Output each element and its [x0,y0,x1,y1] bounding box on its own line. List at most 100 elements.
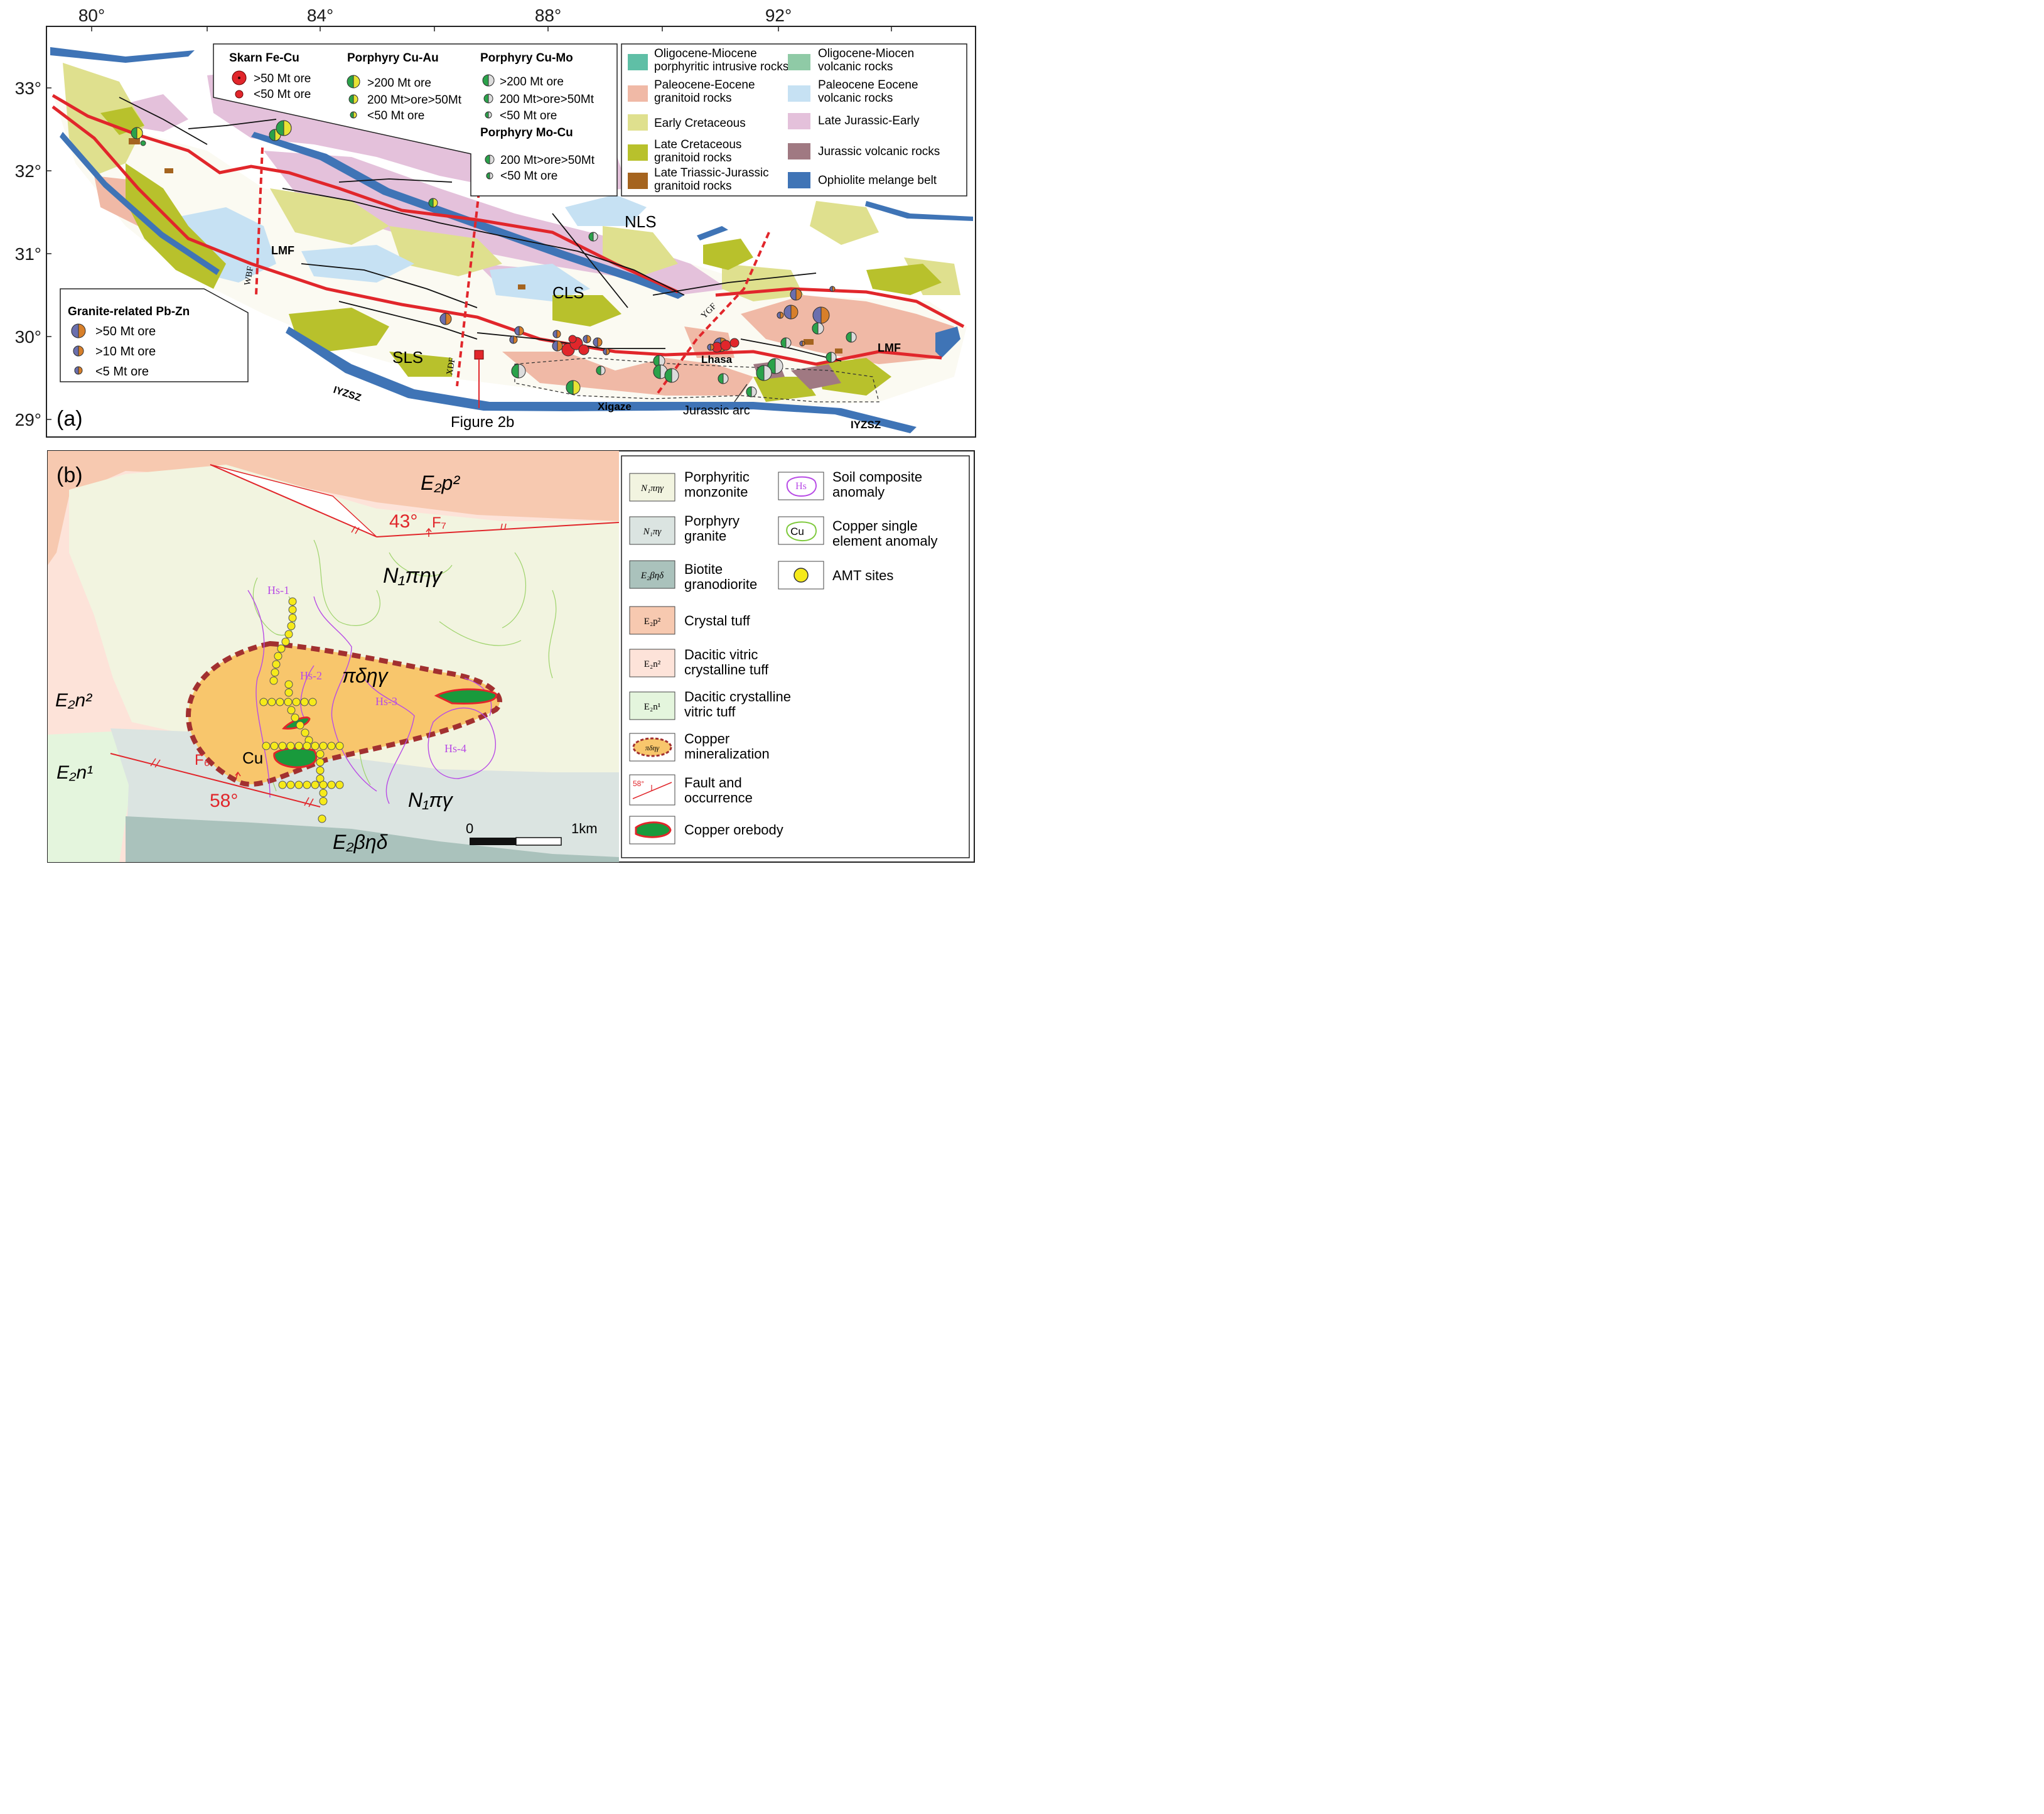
label-nls: NLS [625,212,657,231]
lat-tick-29: 29° [15,410,41,429]
legend-b-5-line1: Dacitic crystalline [684,689,791,705]
legend-b-0-line2: monzonite [684,484,748,500]
cuau-item-0: >200 Mt ore [367,77,431,90]
rock-2-line2: granitoid rocks [654,92,732,105]
panel-a-map: 80° 84° 88° 92° 33° 32° 31° 30° 29° (a) … [15,6,976,438]
label-wbf: WBF [243,266,255,286]
label-lmf-east: LMF [878,342,901,354]
label-hs1: Hs-1 [267,584,289,597]
legend-b-swatch-2: E₂βηδ [640,571,664,581]
thrust-faults [119,97,842,362]
rock-9-line1: Ophiolite melange belt [818,174,937,187]
legend-b-right-1-line1: Copper single [832,518,918,534]
legend-b-swatch-7: 58° [633,779,644,788]
faults-f6-f7 [110,464,619,807]
pbzn-legend: Granite-related Pb-Zn >50 Mt ore >10 Mt … [60,288,249,382]
paleocene-eocene-volcanic-units [163,195,647,301]
lon-tick-80: 80° [78,6,105,25]
legend-b-right-0-line1: Soil composite [832,469,922,485]
label-figure-2b: Figure 2b [451,414,514,431]
axis-labels: 80° 84° 88° 92° 33° 32° 31° 30° 29° [15,6,792,429]
panel-b-label: (b) [56,463,83,487]
rock-8-line2: granitoid rocks [654,180,732,193]
legend-b-swatch-3: E₂p² [644,617,661,627]
legend-b-right-1-line2: element anomaly [832,533,938,549]
label-e2n1: E₂n¹ [56,762,93,783]
cuau-title: Porphyry Cu-Au [347,51,439,65]
label-n1pnyg: N₁πηγ [383,564,443,588]
scale-end: 1km [571,821,598,836]
legend-b-right-0-line2: anomaly [832,484,885,500]
ophiolite-belts [50,47,973,433]
lat-tick-32: 32° [15,161,41,181]
lon-tick-88: 88° [535,6,561,25]
rock-3-line2: volcanic rocks [818,92,893,105]
label-sls: SLS [392,348,423,367]
panel-b-legend: N₁πηγ Porphyritic monzonite N₁πγ Porphyr… [621,455,970,858]
lat-tick-30: 30° [15,327,41,347]
label-jurassic-arc: Jurassic arc [683,404,750,418]
cumo-item-2: <50 Mt ore [500,109,557,122]
legend-b-3-line1: Crystal tuff [684,613,751,629]
legend-b-2-line1: Biotite [684,561,723,577]
legend-b-right-swatch-0: Hs [795,481,807,492]
legend-b-6-line1: Copper [684,731,729,747]
rock-8-line1: Late Triassic-Jurassic [654,166,769,180]
skarn-item-0: >50 Mt ore [254,72,311,85]
rock-4-line1: Early Cretaceous [654,117,746,130]
rock-6-line2: granitoid rocks [654,151,732,165]
axis-ticks [46,26,892,420]
fault-ticks [150,523,507,807]
rock-0-line2: porphyritic intrusive rocks [654,60,788,73]
legend-b-6-line2: mineralization [684,746,770,762]
label-hs4: Hs-4 [444,742,466,755]
deposit-legend: Skarn Fe-Cu >50 Mt ore <50 Mt ore Porphy… [213,43,618,197]
rock-3-line1: Paleocene Eocene [818,78,918,92]
lat-tick-31: 31° [15,244,41,264]
legend-b-0-line1: Porphyritic [684,469,750,485]
lon-tick-84: 84° [307,6,333,25]
panel-b-map: (b) E₂p² N₁πηγ πδηγ E₂n² E₂n¹ N₁πγ E₂βηδ… [47,450,975,863]
late-triassic-jurassic-units [129,138,842,354]
legend-b-swatch-4: E₂n² [644,659,661,669]
legend-b-swatch-0: N₁πηγ [640,483,664,494]
scale-bar: 0 1km [466,821,598,846]
label-f6: F₆ [195,752,210,769]
cuau-item-2: <50 Mt ore [367,109,424,122]
amt-sites [259,597,344,823]
label-e2n2: E₂n² [55,690,92,711]
label-pdnyg: πδηγ [342,664,389,687]
legend-b-swatch-6: πδηγ [645,743,660,752]
label-cls: CLS [552,283,584,302]
label-f7: F₇ [432,514,446,531]
legend-b-4-line1: Dacitic vitric [684,647,758,662]
lat-tick-33: 33° [15,78,41,98]
rock-6-line1: Late Cretaceous [654,138,741,151]
rock-legend: Oligocene-Miocene porphyritic intrusive … [621,43,967,197]
rock-1-line1: Oligocene-Miocen [818,47,914,60]
legend-b-right-swatch-1: Cu [790,526,804,537]
label-lmf-west: LMF [271,244,294,257]
legend-b-5-line2: vitric tuff [684,704,736,720]
skarn-title: Skarn Fe-Cu [229,51,299,65]
legend-b-1-line2: granite [684,528,726,544]
label-dip58: 58° [210,791,238,811]
pbzn-item-1: >10 Mt ore [95,345,156,359]
cumo-item-1: 200 Mt>ore>50Mt [500,93,594,106]
early-cretaceous-units [63,63,960,301]
label-cu: Cu [242,748,263,767]
label-dip43: 43° [389,511,417,532]
rock-0-line1: Oligocene-Miocene [654,47,757,60]
label-iyzsz-east: IYZSZ [851,419,881,431]
dacitic-crystalline-tuff-unit [48,732,138,862]
crystal-tuff-unit [48,451,619,565]
deposit-symbols [131,120,857,397]
rock-7-line1: Jurassic volcanic rocks [818,145,940,158]
label-e2bnd: E₂βηδ [333,831,389,853]
legend-b-7-line2: occurrence [684,790,753,806]
mocu-item-1: <50 Mt ore [500,170,557,183]
legend-b-4-line2: crystalline tuff [684,662,769,678]
rock-1-line2: volcanic rocks [818,60,893,73]
rock-2-line1: Paleocene-Eocene [654,78,755,92]
legend-b-1-line1: Porphyry [684,513,740,529]
